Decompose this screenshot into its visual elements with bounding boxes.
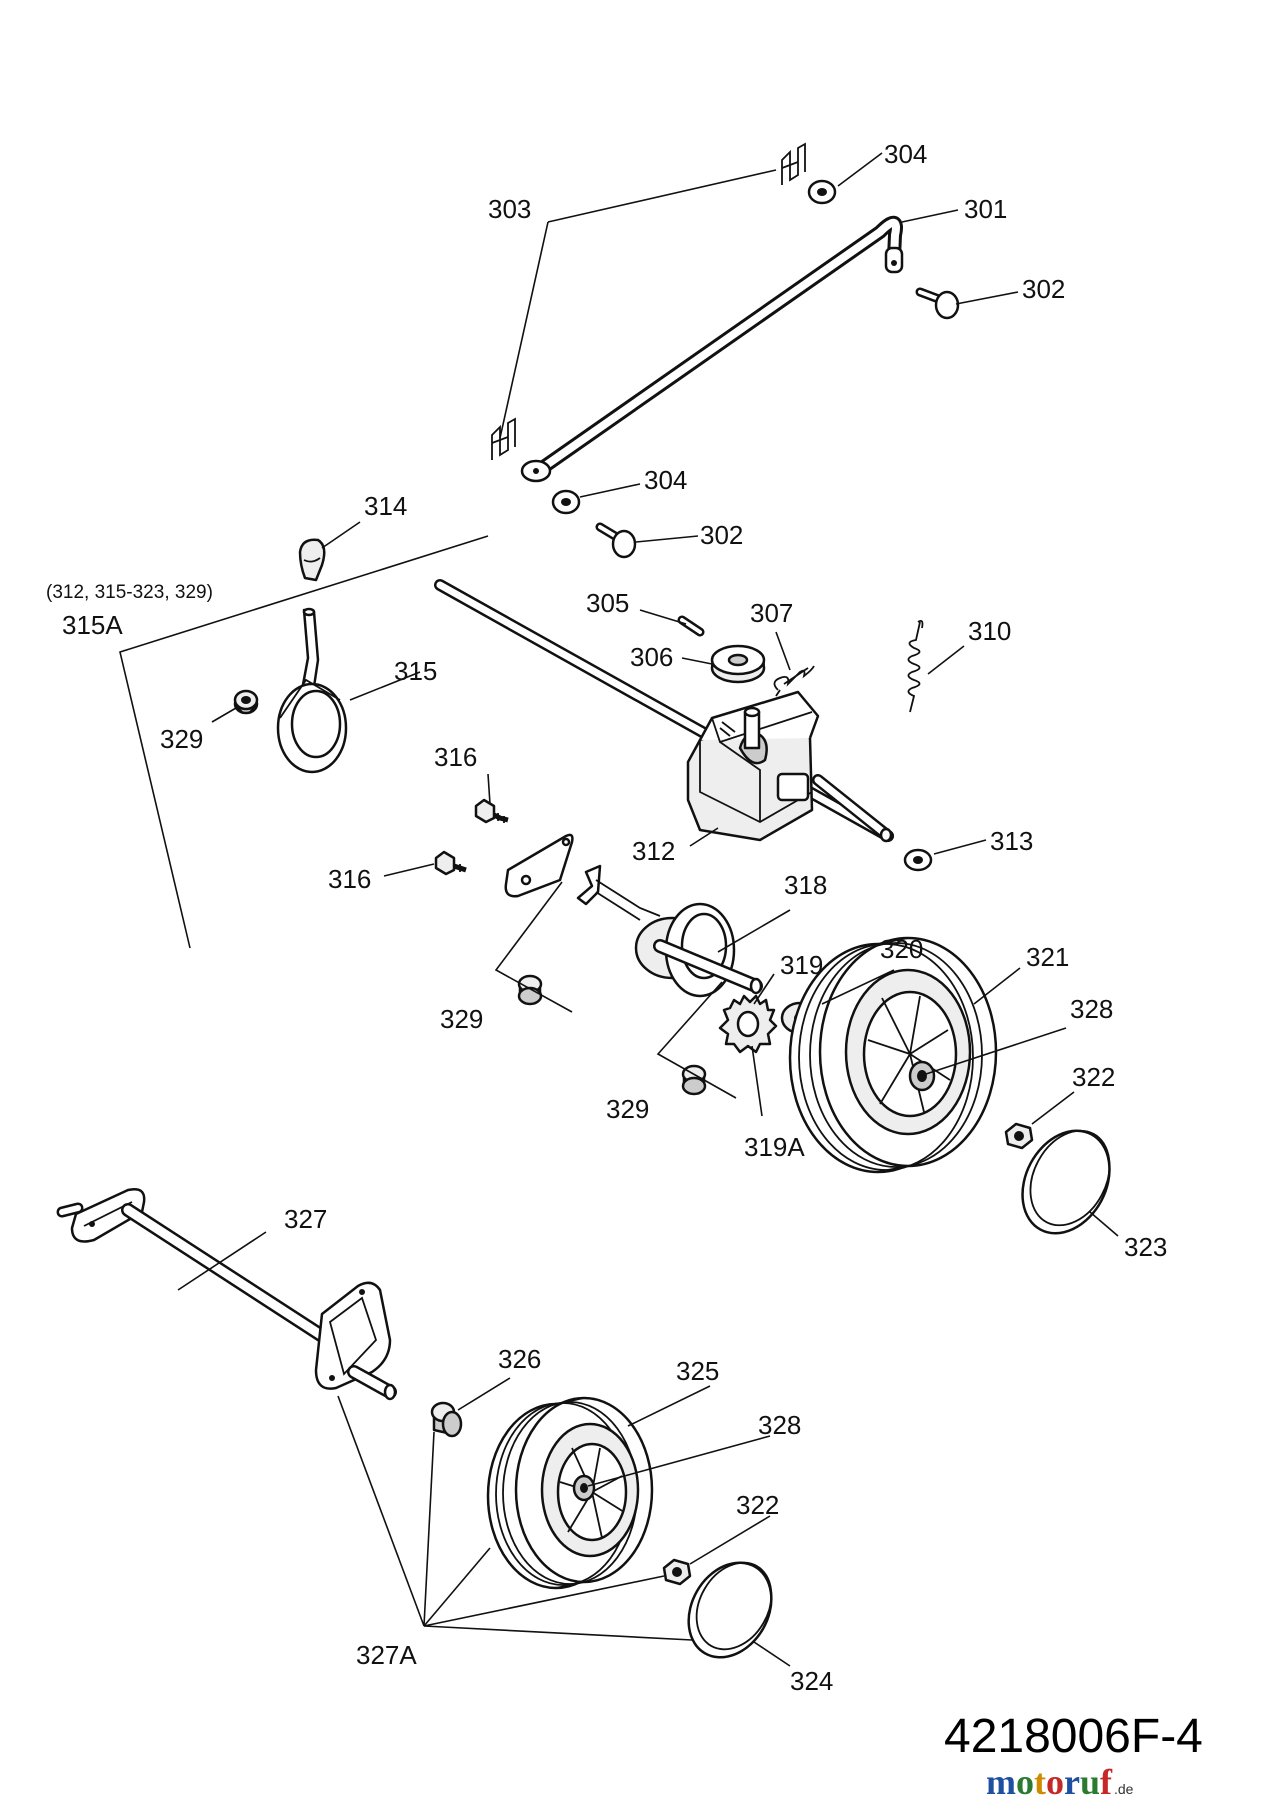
callout-329-middle: 329 [440, 1004, 483, 1034]
pulley-306 [710, 644, 766, 684]
knob-314 [298, 538, 326, 582]
mounting-plate [504, 833, 574, 898]
watermark-logo: motoruf .de [986, 1762, 1134, 1800]
callout-315: 315 [394, 656, 437, 686]
callout-316-upper: 316 [434, 742, 477, 772]
callout-310: 310 [968, 616, 1011, 646]
callout-328-upper: 328 [1070, 994, 1113, 1024]
document-number: 4218006F-4 [944, 1710, 1203, 1763]
callout-316-lower: 316 [328, 864, 371, 894]
watermark-letter: t [1034, 1762, 1046, 1800]
pin-302-upper [915, 287, 960, 320]
callout-324: 324 [790, 1666, 833, 1696]
spring-307 [773, 665, 815, 697]
callout-321: 321 [1026, 942, 1069, 972]
callout-315A-group: (312, 315-323, 329) [46, 582, 213, 603]
spacer-326 [430, 1401, 463, 1438]
retainer-clip-303-upper [781, 142, 806, 185]
screw-316-upper [474, 798, 509, 824]
clutch-bracket-318 [576, 864, 763, 998]
callout-307: 307 [750, 598, 793, 628]
callout-319: 319 [780, 950, 823, 980]
screw-316-lower [434, 850, 467, 876]
callout-320: 320 [880, 934, 923, 964]
bushing-329-left [233, 689, 259, 715]
callout-322-lower: 322 [736, 1490, 779, 1520]
extension-spring-310 [907, 619, 924, 713]
watermark-letter: r [1064, 1762, 1080, 1800]
callout-326: 326 [498, 1344, 541, 1374]
callout-304-lower: 304 [644, 465, 687, 495]
control-rod-301 [520, 215, 904, 483]
callout-323: 323 [1124, 1232, 1167, 1262]
pin-305 [677, 615, 705, 637]
callout-302-lower: 302 [700, 520, 743, 550]
callout-318: 318 [784, 870, 827, 900]
watermark-letter: f [1100, 1762, 1113, 1800]
hex-nut-322-lower [662, 1558, 692, 1586]
callout-327A: 327A [356, 1640, 417, 1670]
callout-303: 303 [488, 194, 531, 224]
watermark-text: motoruf [986, 1762, 1113, 1800]
bushing-329-middle [517, 974, 543, 1006]
callout-325: 325 [676, 1356, 719, 1386]
front-wheel-325 [486, 1396, 654, 1590]
washer-304-lower [551, 489, 581, 515]
callout-304-upper: 304 [884, 139, 927, 169]
callout-302-upper: 302 [1022, 274, 1065, 304]
front-axle-327 [56, 1188, 397, 1401]
callout-313: 313 [990, 826, 1033, 856]
leader-lines [119, 152, 1119, 1667]
drive-axle-shaft [434, 579, 894, 842]
callout-306: 306 [630, 642, 673, 672]
washer-304-upper [807, 179, 837, 205]
callout-301: 301 [964, 194, 1007, 224]
callout-328-lower: 328 [758, 1410, 801, 1440]
callout-327: 327 [284, 1204, 327, 1234]
callout-305: 305 [586, 588, 629, 618]
watermark-letter: o [1016, 1762, 1034, 1800]
watermark-letter: m [986, 1762, 1016, 1800]
watermark-suffix: .de [1114, 1781, 1134, 1797]
hub-cap-323 [1021, 1129, 1111, 1235]
callout-315A: 315A [62, 610, 123, 640]
callout-314: 314 [364, 491, 407, 521]
bracket-plate-315 [276, 678, 348, 774]
hub-cap-324 [687, 1561, 773, 1659]
callout-319A: 319A [744, 1132, 805, 1162]
rear-wheel-321 [788, 936, 998, 1174]
watermark-letter: o [1046, 1762, 1064, 1800]
retainer-clip-303-lower [491, 417, 516, 460]
transmission-gearbox-312 [686, 690, 894, 843]
callout-322-upper: 322 [1072, 1062, 1115, 1092]
hex-nut-322-upper [1004, 1122, 1034, 1150]
callout-labels: 304 301 303 302 304 314 302 (312, 315-32… [46, 139, 1167, 1696]
callout-312: 312 [632, 836, 675, 866]
washer-313 [903, 848, 933, 872]
pinion-gear-319 [718, 994, 778, 1054]
watermark-letter: u [1080, 1762, 1100, 1800]
callout-329-left: 329 [160, 724, 203, 754]
callout-329-lower: 329 [606, 1094, 649, 1124]
pin-302-lower [595, 522, 637, 559]
